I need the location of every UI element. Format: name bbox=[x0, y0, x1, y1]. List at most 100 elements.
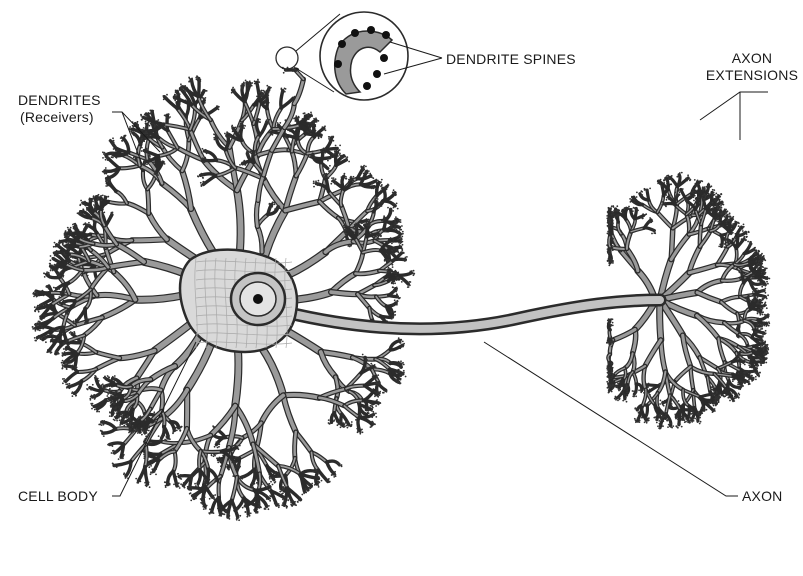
spine-tip-dot bbox=[659, 183, 661, 185]
spine-tip-dot bbox=[353, 180, 355, 182]
spine-tip-dot bbox=[742, 228, 744, 230]
spine-tip-dot bbox=[110, 402, 112, 404]
spine-tip-dot bbox=[204, 496, 206, 498]
spine-tip-dot bbox=[258, 503, 260, 505]
spine-tip-dot bbox=[113, 419, 115, 421]
spine-tip-dot bbox=[116, 451, 118, 453]
branch-outline bbox=[103, 429, 116, 433]
spine-tip-dot bbox=[345, 178, 347, 180]
spine-tip-dot bbox=[748, 231, 750, 233]
spine-tip-dot bbox=[764, 325, 766, 327]
spine-tip-dot bbox=[391, 269, 393, 271]
spine-tip-dot bbox=[339, 149, 341, 151]
spine-tip-dot bbox=[292, 501, 294, 503]
spine-tip-dot bbox=[323, 151, 325, 153]
spine-tip-dot bbox=[103, 387, 105, 389]
spine-tip-dot bbox=[144, 152, 146, 154]
spine-tip-dot bbox=[275, 481, 277, 483]
spine-tip-dot bbox=[275, 126, 277, 128]
spine-tip-dot bbox=[239, 466, 241, 468]
spine-tip-dot bbox=[761, 270, 763, 272]
spine-tip-dot bbox=[758, 309, 760, 311]
spine-tip-dot bbox=[71, 392, 73, 394]
spine-tip-dot bbox=[766, 276, 768, 278]
spine-tip-dot bbox=[384, 186, 386, 188]
spine-tip-dot bbox=[70, 331, 72, 333]
spine-tip-dot bbox=[120, 416, 122, 418]
spine-tip-dot bbox=[371, 410, 373, 412]
spine-tip-dot bbox=[401, 225, 403, 227]
spine-tip-dot bbox=[116, 412, 118, 414]
spine-tip-dot bbox=[282, 502, 284, 504]
spine-tip-dot bbox=[765, 278, 767, 280]
spine-tip-dot bbox=[64, 253, 66, 255]
spine-tip-dot bbox=[197, 485, 199, 487]
spine-tip-dot bbox=[306, 489, 308, 491]
spine-tip-dot bbox=[393, 314, 395, 316]
spine-tip-dot bbox=[367, 176, 369, 178]
spine-tip-dot bbox=[299, 498, 301, 500]
spine-tip-dot bbox=[188, 476, 190, 478]
spine-tip-dot bbox=[64, 301, 66, 303]
spine-tip-dot bbox=[343, 426, 345, 428]
spine-tip-dot bbox=[86, 322, 88, 324]
spine-tip-dot bbox=[213, 497, 215, 499]
spine-tip-dot bbox=[269, 498, 271, 500]
spine-tip-dot bbox=[130, 422, 132, 424]
spine-tip-dot bbox=[122, 458, 124, 460]
spine-tip-dot bbox=[35, 328, 37, 330]
spine-tip-dot bbox=[762, 291, 764, 293]
spine-tip-dot bbox=[343, 174, 345, 176]
spine-tip-dot bbox=[48, 272, 50, 274]
spine-tip-dot bbox=[399, 367, 401, 369]
spine-tip-dot bbox=[228, 515, 230, 517]
spine-tip-dot bbox=[270, 481, 272, 483]
spine-tip-dot bbox=[745, 297, 747, 299]
spine-tip-dot bbox=[311, 483, 313, 485]
spine-tip-dot bbox=[59, 271, 61, 273]
spine-tip-dot bbox=[266, 119, 268, 121]
spine-tip-dot bbox=[92, 201, 94, 203]
spine-tip-dot bbox=[398, 337, 400, 339]
spine-tip-dot bbox=[56, 245, 58, 247]
spine-tip-dot bbox=[166, 117, 168, 119]
spine-tip-dot bbox=[232, 87, 234, 89]
spine-tip-dot bbox=[712, 207, 714, 209]
spine-tip-dot bbox=[377, 234, 379, 236]
spine-tip-dot bbox=[285, 88, 287, 90]
spine-tip-dot bbox=[154, 124, 156, 126]
spine-tip-dot bbox=[325, 480, 327, 482]
branch-outline bbox=[389, 295, 398, 297]
branch-outline bbox=[108, 158, 120, 168]
spine-tip-dot bbox=[113, 148, 115, 150]
spine-tip-dot bbox=[340, 155, 342, 157]
spine-tip-dot bbox=[379, 382, 381, 384]
spine-tip-dot bbox=[320, 137, 322, 139]
spine-tip-dot bbox=[132, 426, 134, 428]
spine-tip-dot bbox=[400, 239, 402, 241]
spine-tip-dot bbox=[387, 271, 389, 273]
spine-tip-dot bbox=[201, 173, 203, 175]
spine-tip-dot bbox=[111, 443, 113, 445]
spine-tip-dot bbox=[111, 156, 113, 158]
spine-tip-dot bbox=[329, 140, 331, 142]
spine-tip-dot bbox=[104, 376, 106, 378]
spine-tip-dot bbox=[258, 81, 260, 83]
spine-tip-dot bbox=[389, 314, 391, 316]
spine-tip-dot bbox=[104, 152, 106, 154]
spine-tip-dot bbox=[760, 338, 762, 340]
spine-tip-dot bbox=[694, 191, 696, 193]
spine-tip-dot bbox=[717, 194, 719, 196]
spine-tip-dot bbox=[211, 509, 213, 511]
spine-tip-dot bbox=[121, 414, 123, 416]
spine-tip-dot bbox=[285, 135, 287, 137]
spine-tip-dot bbox=[712, 189, 714, 191]
spine-tip-dot bbox=[282, 486, 284, 488]
spine-tip-dot bbox=[145, 121, 147, 123]
spine-tip-dot bbox=[153, 411, 155, 413]
spine-tip-dot bbox=[238, 448, 240, 450]
spine-tip-dot bbox=[200, 502, 202, 504]
spine-tip-dot bbox=[413, 274, 415, 276]
spine-tip-dot bbox=[665, 194, 667, 196]
